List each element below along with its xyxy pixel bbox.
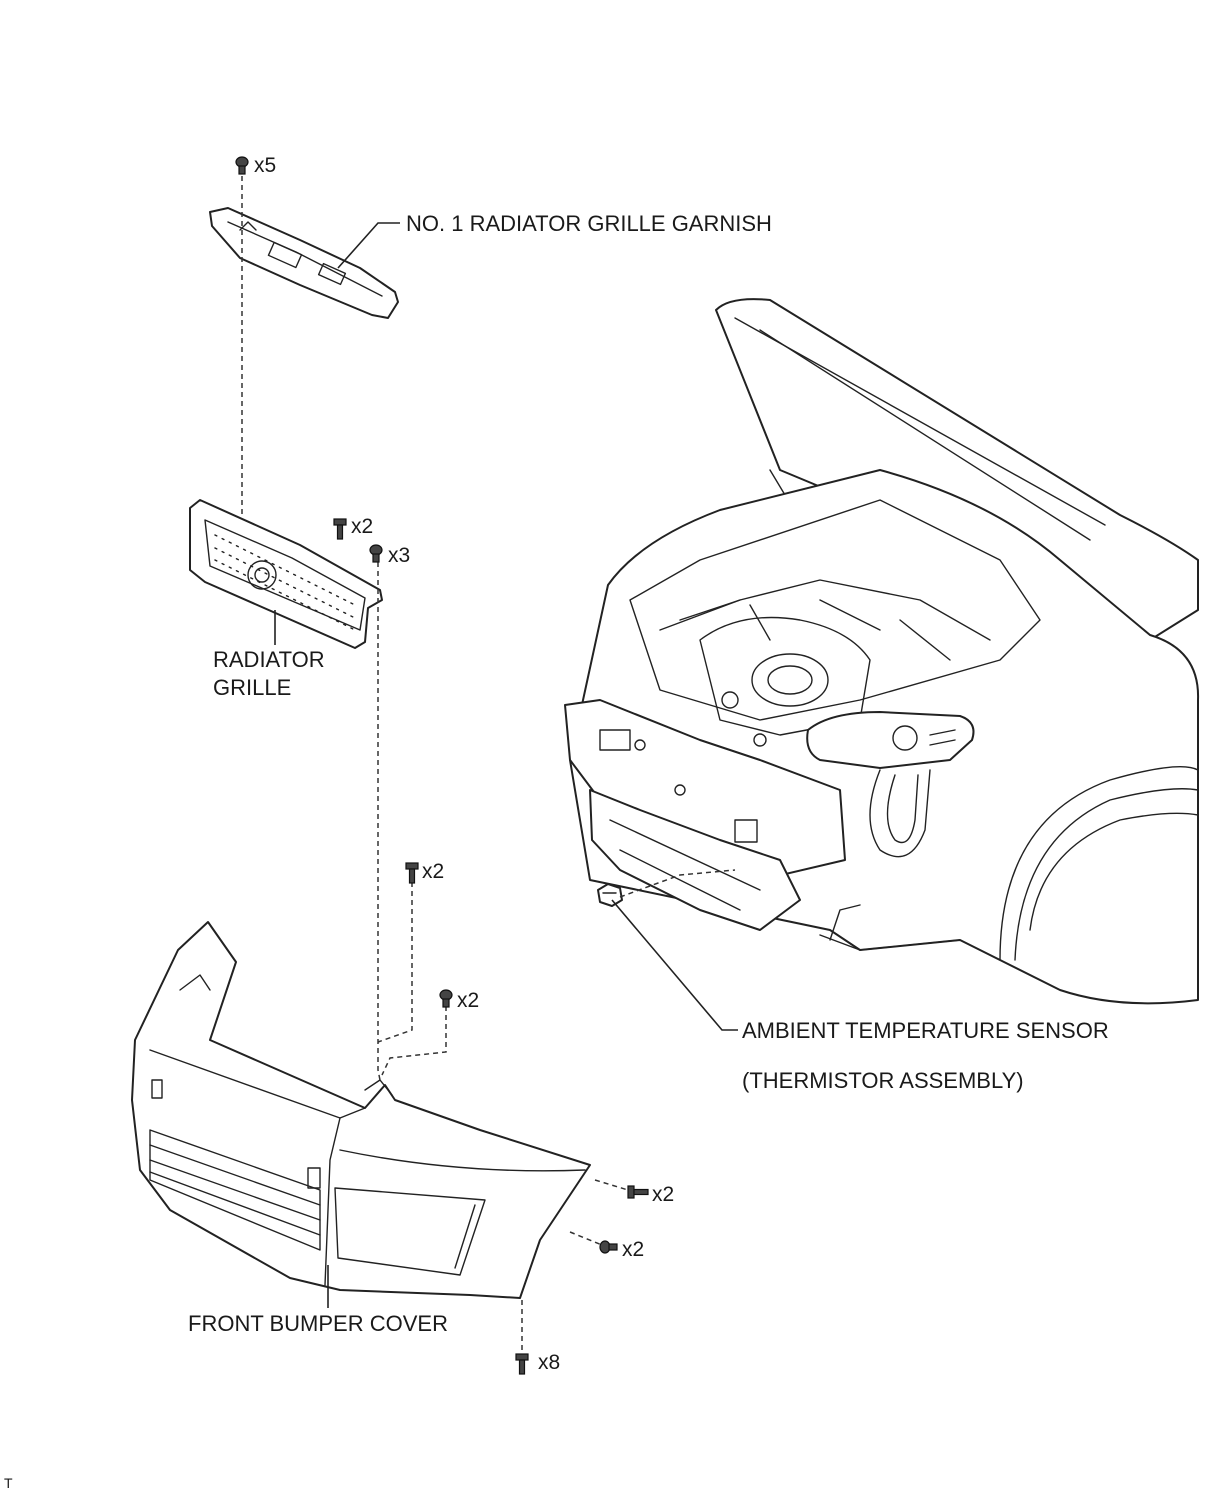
screw-icon — [405, 862, 419, 884]
screw-icon — [515, 1353, 529, 1375]
label-leader-lines — [274, 222, 738, 1308]
clip-icon — [235, 156, 249, 175]
sensor-label-line2: (THERMISTOR ASSEMBLY) — [742, 1068, 1024, 1093]
screw-icon — [627, 1185, 649, 1199]
sensor-label-line1: AMBIENT TEMPERATURE SENSOR — [742, 1018, 1109, 1043]
bumper-label: FRONT BUMPER COVER — [188, 1311, 448, 1336]
fastener-qty: x2 — [422, 860, 444, 883]
corner-mark: T — [4, 1475, 13, 1491]
garnish-label: NO. 1 RADIATOR GRILLE GARNISH — [406, 211, 772, 236]
screw-icon — [333, 518, 347, 540]
fastener-qty: x8 — [538, 1351, 560, 1374]
vehicle-front-illustration — [564, 298, 1200, 1005]
radiator-grille-garnish-part — [209, 207, 399, 319]
grille-label-line1: RADIATOR — [213, 647, 325, 672]
clip-icon — [599, 1240, 618, 1254]
clip-icon — [369, 544, 383, 563]
clip-icon — [439, 989, 453, 1008]
fastener-qty: x3 — [388, 544, 410, 567]
fastener-qty: x2 — [351, 515, 373, 538]
fastener-qty: x2 — [457, 989, 479, 1012]
fastener-qty: x5 — [254, 154, 276, 177]
front-bumper-cover-part — [131, 921, 591, 1299]
fastener-qty: x2 — [652, 1183, 674, 1206]
radiator-grille-part — [189, 499, 383, 649]
grille-label-line2: GRILLE — [213, 675, 291, 700]
assembly-guide-lines — [241, 176, 736, 1352]
ambient-temperature-sensor-part — [597, 883, 623, 907]
fastener-qty: x2 — [622, 1238, 644, 1261]
